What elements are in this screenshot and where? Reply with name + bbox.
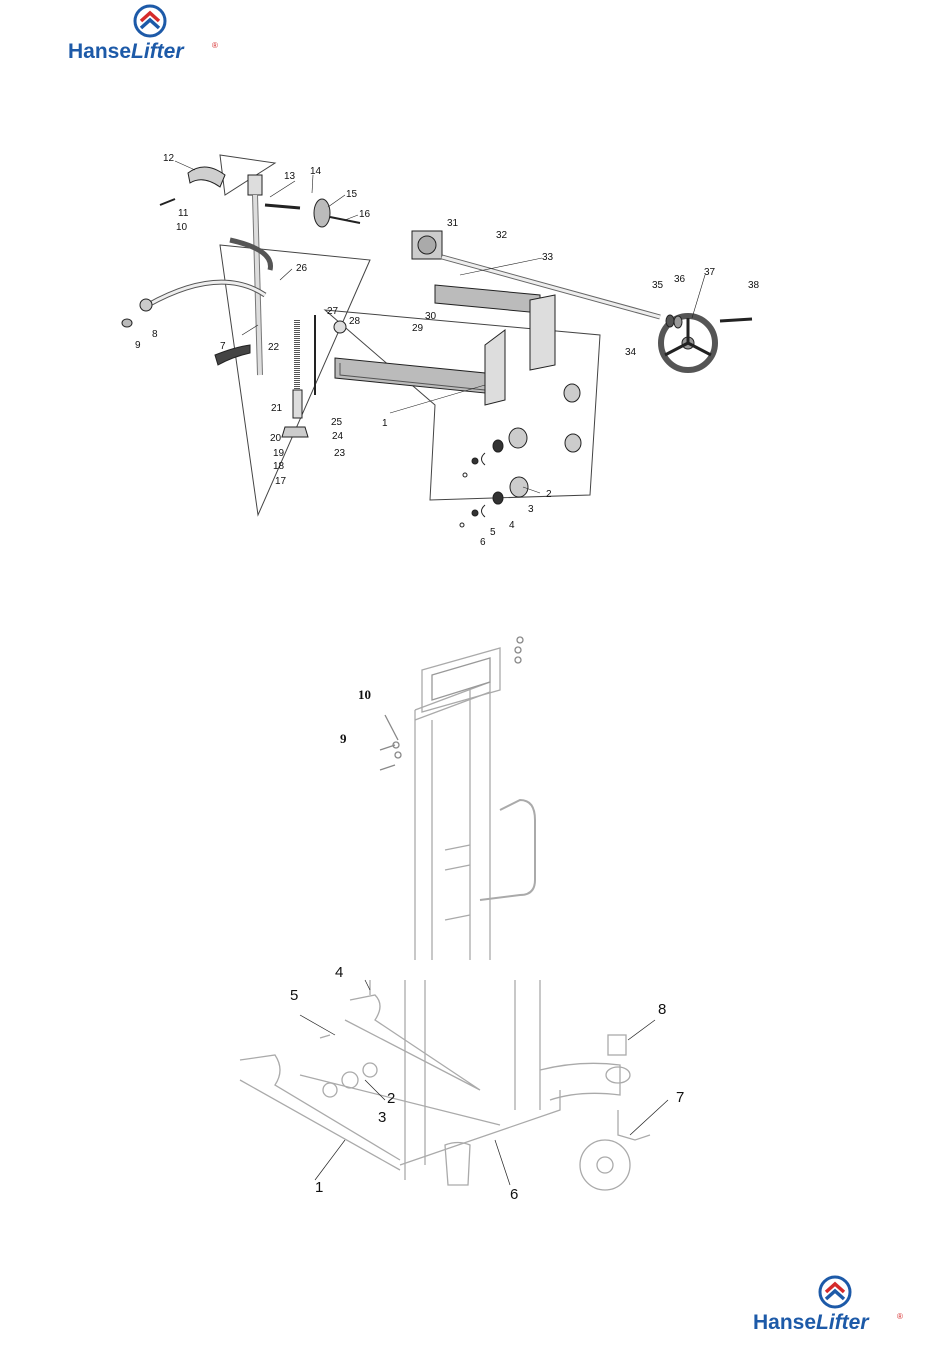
callout-32: 32 bbox=[496, 231, 507, 241]
callout-15: 15 bbox=[346, 190, 357, 200]
callout-19: 19 bbox=[273, 449, 284, 459]
callout-1: 1 bbox=[315, 1180, 323, 1195]
callout-8: 8 bbox=[152, 330, 158, 340]
exploded-view-mast-base: 10 9 4 5 8 2 3 7 1 6 bbox=[200, 620, 720, 1220]
callout-9: 9 bbox=[340, 732, 347, 745]
callout-20: 20 bbox=[270, 434, 281, 444]
callout-23: 23 bbox=[334, 449, 345, 459]
chevron-emblem-icon bbox=[135, 6, 165, 36]
callout-10: 10 bbox=[176, 223, 187, 233]
callout-2: 2 bbox=[387, 1091, 395, 1106]
callout-17: 17 bbox=[275, 477, 286, 487]
callout-6: 6 bbox=[510, 1187, 518, 1202]
callout-16: 16 bbox=[359, 210, 370, 220]
brand-name-part1: Hanse bbox=[68, 40, 131, 62]
exploded-view-winch-assembly: 12 13 14 15 16 11 10 26 8 9 7 22 27 28 2… bbox=[100, 135, 800, 565]
callout-13: 13 bbox=[284, 172, 295, 182]
callout-12: 12 bbox=[163, 154, 174, 164]
callout-10: 10 bbox=[358, 688, 371, 701]
callout-35: 35 bbox=[652, 281, 663, 291]
callout-6: 6 bbox=[480, 538, 486, 548]
callout-4: 4 bbox=[509, 521, 515, 531]
svg-text:HanseLifter: HanseLifter bbox=[68, 40, 185, 62]
callout-1: 1 bbox=[382, 419, 388, 429]
callout-36: 36 bbox=[674, 275, 685, 285]
brand-name-part2: Lifter bbox=[816, 1311, 870, 1333]
callout-18: 18 bbox=[273, 462, 284, 472]
callout-14: 14 bbox=[310, 167, 321, 177]
svg-text:HanseLifter: HanseLifter bbox=[753, 1311, 870, 1333]
callout-3: 3 bbox=[528, 505, 534, 515]
callout-8: 8 bbox=[658, 1002, 666, 1017]
brand-name-part1: Hanse bbox=[753, 1311, 816, 1333]
callout-9: 9 bbox=[135, 341, 141, 351]
callout-27: 27 bbox=[327, 307, 338, 317]
callout-37: 37 bbox=[704, 268, 715, 278]
callout-31: 31 bbox=[447, 219, 458, 229]
callout-2: 2 bbox=[546, 490, 552, 500]
registered-mark: ® bbox=[212, 41, 218, 50]
callout-29: 29 bbox=[412, 324, 423, 334]
callout-11: 11 bbox=[178, 209, 188, 219]
brand-name-part2: Lifter bbox=[131, 40, 185, 62]
registered-mark: ® bbox=[897, 1312, 903, 1321]
callout-4: 4 bbox=[335, 965, 343, 980]
callout-25: 25 bbox=[331, 418, 342, 428]
callout-7: 7 bbox=[676, 1090, 684, 1105]
callout-24: 24 bbox=[332, 432, 343, 442]
callout-21: 21 bbox=[271, 404, 282, 414]
callout-5: 5 bbox=[290, 988, 298, 1003]
callout-7: 7 bbox=[220, 342, 226, 352]
chevron-emblem-icon bbox=[820, 1277, 850, 1307]
callout-34: 34 bbox=[625, 348, 636, 358]
callout-5: 5 bbox=[490, 528, 496, 538]
callout-28: 28 bbox=[349, 317, 360, 327]
callout-22: 22 bbox=[268, 343, 279, 353]
callout-38: 38 bbox=[748, 281, 759, 291]
callout-3: 3 bbox=[378, 1110, 386, 1125]
callout-30: 30 bbox=[425, 312, 436, 322]
callout-33: 33 bbox=[542, 253, 553, 263]
hanselifter-logo-top: HanseLifter ® bbox=[65, 4, 235, 62]
callout-26: 26 bbox=[296, 264, 307, 274]
hanselifter-logo-bottom: HanseLifter ® bbox=[750, 1275, 920, 1333]
